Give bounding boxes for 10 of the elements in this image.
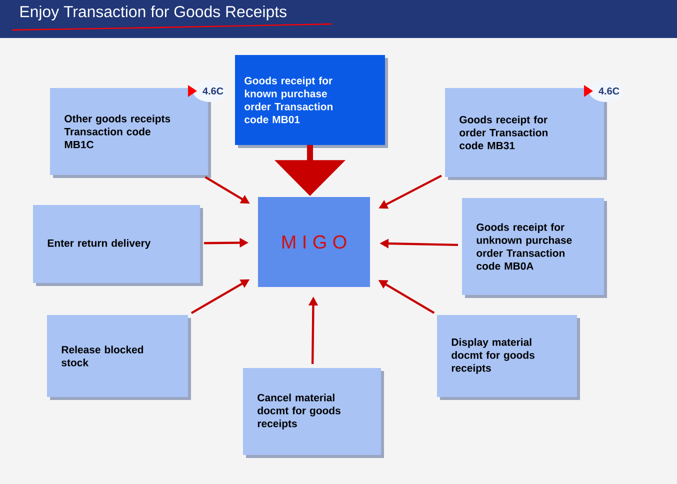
process-box: Display material docmt for goods receipts xyxy=(437,315,577,397)
process-box: Enter return delivery xyxy=(33,205,200,283)
process-box: Cancel material docmt for goods receipts xyxy=(243,368,381,455)
process-box: Goods receipt for known purchase order Transaction code MB01 xyxy=(235,55,385,145)
process-box: Goods receipt for unknown purchase order Transaction code MB0A xyxy=(462,198,604,295)
release-badge: 4.6C xyxy=(584,80,623,102)
process-box: M I G O xyxy=(258,197,370,287)
process-box: Release blocked stock xyxy=(47,315,188,397)
release-badge: 4.6C xyxy=(188,80,227,102)
title: Enjoy Transaction for Goods Receipts xyxy=(20,6,286,20)
